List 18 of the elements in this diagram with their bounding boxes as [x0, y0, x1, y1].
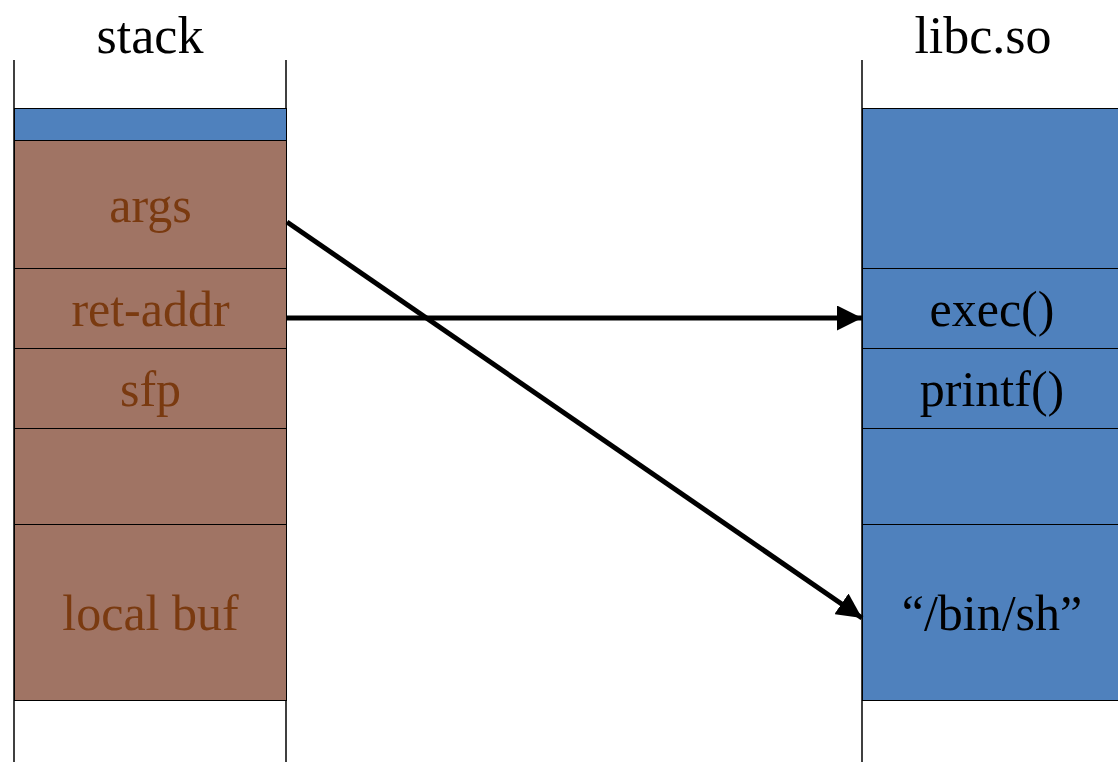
memory-cell: [14, 140, 287, 269]
memory-cell: [14, 524, 287, 701]
cell-label: ret-addr: [71, 283, 230, 334]
column-title: libc.so: [914, 10, 1052, 62]
memory-cell: [14, 268, 287, 349]
empty-cell: [14, 108, 287, 141]
memory-cell: [862, 268, 1118, 349]
cell-label: “/bin/sh”: [901, 587, 1083, 638]
memory-cell: [862, 524, 1118, 701]
memory-cell: [14, 348, 287, 429]
column-title: stack: [96, 10, 204, 62]
empty-cell: [14, 428, 287, 525]
cell-label: local buf: [62, 587, 239, 638]
arrow: [285, 219, 864, 621]
empty-cell: [862, 428, 1118, 525]
arrow: [287, 305, 862, 331]
memory-cell: [862, 348, 1118, 429]
empty-cell: [862, 108, 1118, 269]
